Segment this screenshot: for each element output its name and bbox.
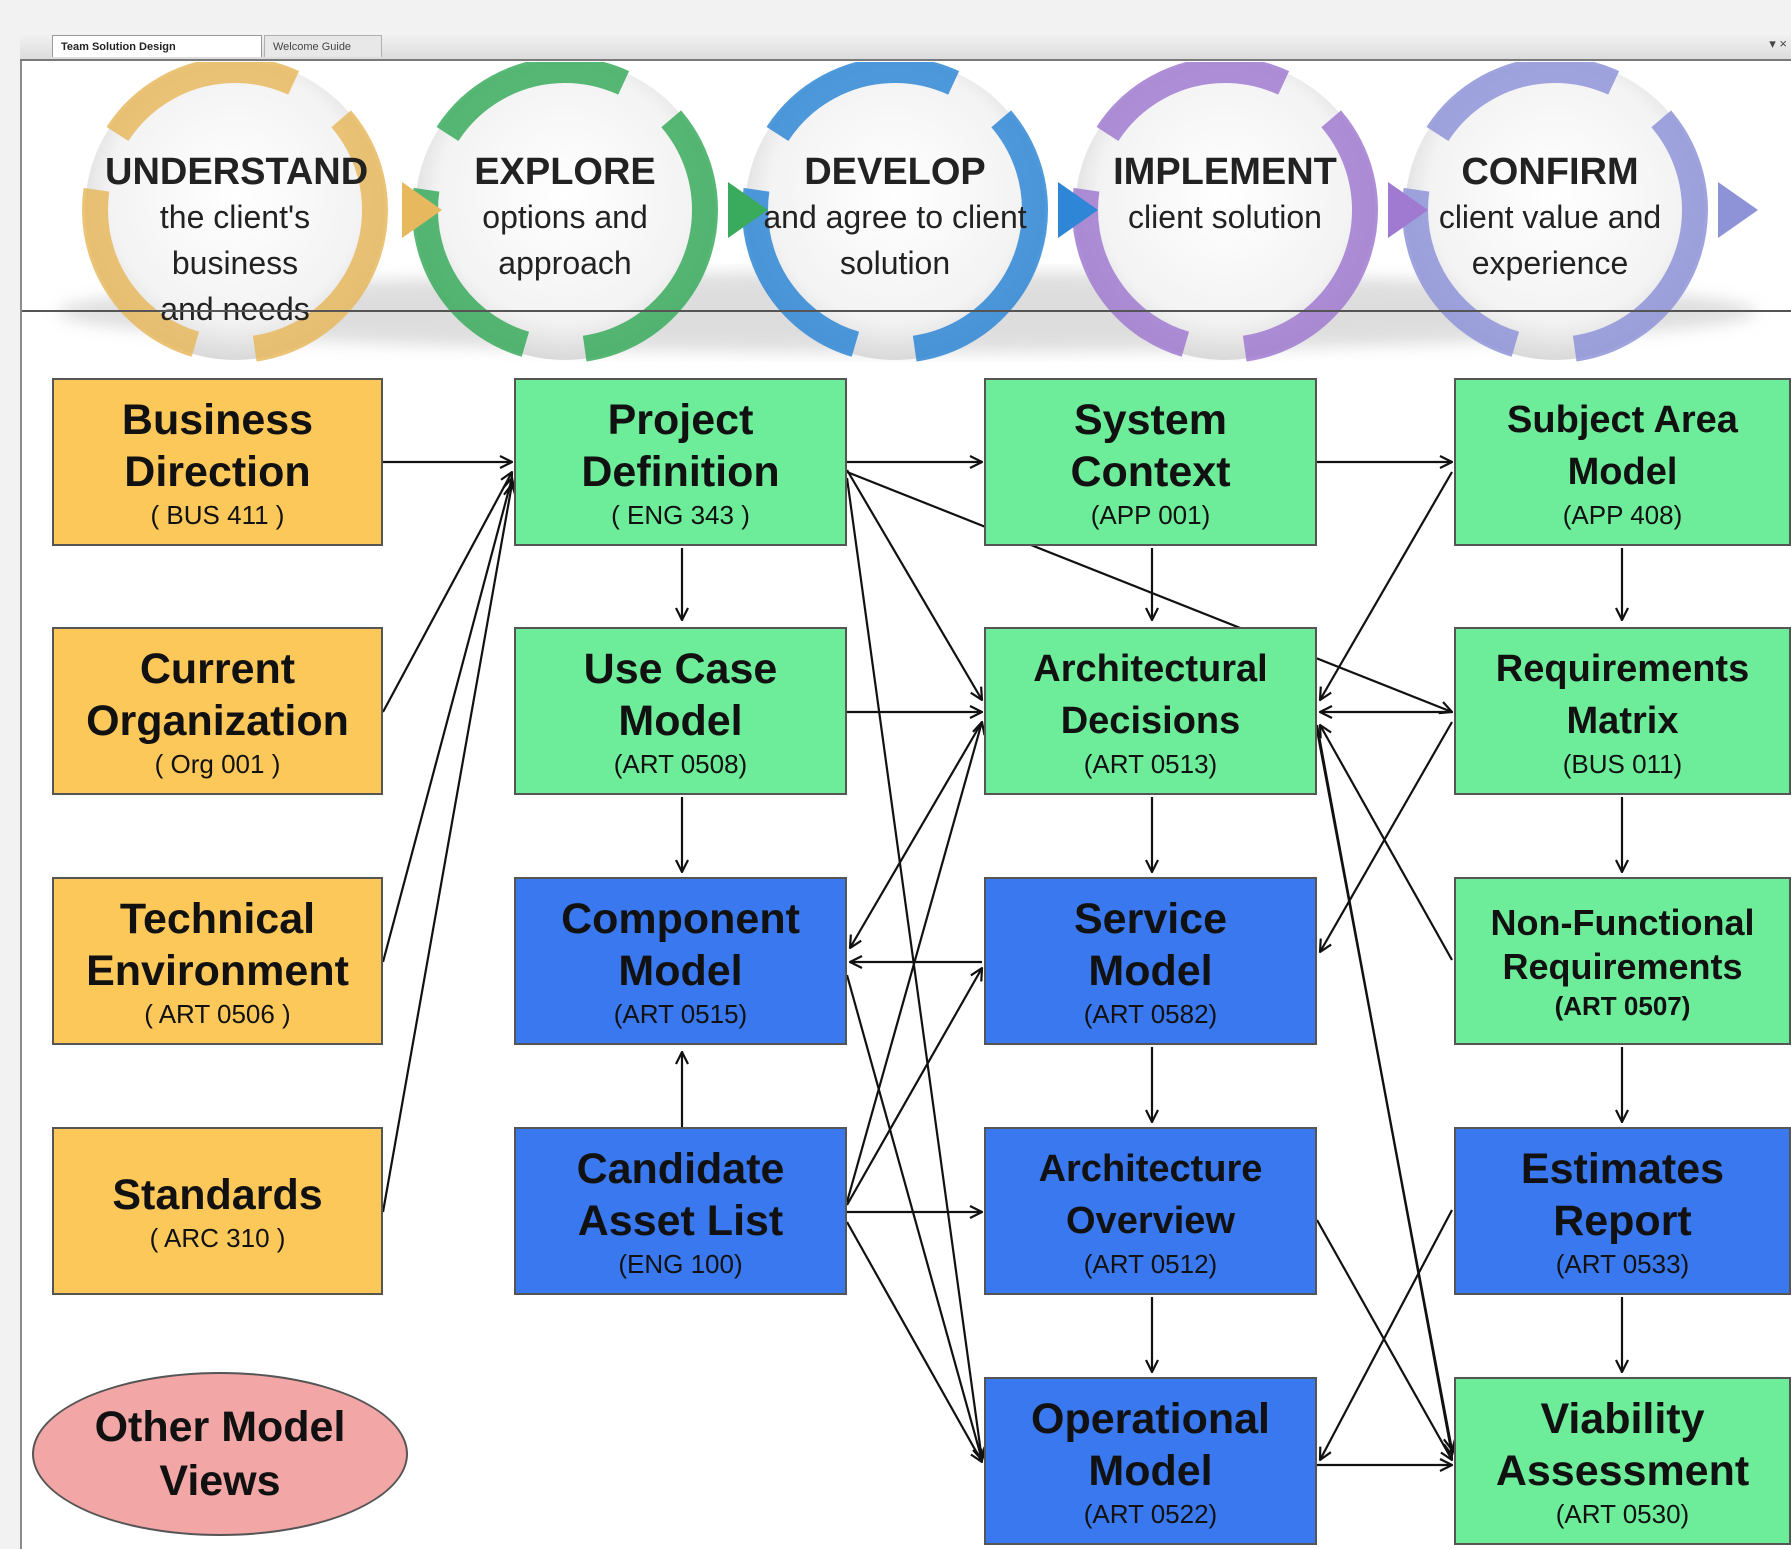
arrow (1320, 721, 1453, 952)
box-title: Use Case Model (583, 645, 778, 745)
box-code: (ART 0530) (1555, 1499, 1690, 1529)
box-title: Architecture Overview (1038, 1148, 1263, 1242)
box-viability-assessment[interactable]: Viability Assessment (ART 0530) (1454, 1377, 1791, 1545)
stage-ring-understand (82, 62, 388, 362)
box-title: Viability Assessment (1495, 1395, 1750, 1495)
box-title: Component Model (561, 895, 800, 995)
stage-develop: DEVELOP and agree to client solution (755, 150, 1035, 286)
arrow (846, 470, 1452, 712)
box-title: Estimates Report (1520, 1145, 1725, 1245)
box-code: (ART 0508) (613, 749, 748, 779)
box-code: ( ENG 343 ) (611, 500, 750, 530)
banner-divider (22, 310, 1791, 312)
box-code: ( ARC 310 ) (149, 1223, 286, 1253)
box-code: (ART 0512) (1083, 1249, 1218, 1279)
box-service-model[interactable]: Service Model (ART 0582) (984, 877, 1317, 1045)
box-technical-environment[interactable]: Technical Environment ( ART 0506 ) (52, 877, 383, 1045)
box-subject-area-model[interactable]: Subject Area Model (APP 408) (1454, 378, 1791, 546)
arrow (845, 722, 982, 1203)
box-code: (ENG 100) (618, 1249, 743, 1279)
arrow (846, 469, 982, 700)
box-code: (ART 0513) (1083, 749, 1218, 779)
box-current-organization[interactable]: Current Organization ( Org 001 ) (52, 627, 383, 795)
box-title: Current Organization (86, 645, 349, 745)
stage-heading: DEVELOP (804, 151, 986, 193)
box-code: (ART 0507) (1554, 991, 1691, 1021)
box-architectural-decisions[interactable]: Architectural Decisions (ART 0513) (984, 627, 1317, 795)
box-title: System Context (1070, 396, 1231, 496)
box-title: Operational Model (1031, 1395, 1270, 1495)
arrow (382, 472, 512, 713)
stage-heading: UNDERSTAND (105, 151, 369, 193)
box-title: Technical Environment (86, 895, 349, 995)
box-code: (ART 0533) (1555, 1249, 1690, 1279)
box-requirements-matrix[interactable]: Requirements Matrix (BUS 011) (1454, 627, 1791, 795)
arrow (1320, 1209, 1453, 1460)
box-title: Business Direction (121, 396, 314, 496)
arrow (846, 968, 982, 1206)
box-code: (APP 408) (1562, 500, 1683, 530)
box-code: ( Org 001 ) (154, 749, 281, 779)
other-model-views[interactable]: Other Model Views (32, 1372, 408, 1536)
box-standards[interactable]: Standards ( ARC 310 ) (52, 1127, 383, 1295)
box-title: Subject Area Model (1507, 399, 1738, 493)
arrow (1315, 729, 1452, 1450)
box-operational-model[interactable]: Operational Model (ART 0522) (984, 1377, 1317, 1545)
tab-team-solution-design[interactable]: Team Solution Design (52, 35, 262, 57)
arrow (850, 721, 983, 948)
stage-heading: IMPLEMENT (1113, 151, 1337, 193)
box-business-direction[interactable]: Business Direction ( BUS 411 ) (52, 378, 383, 546)
box-code: (ART 0515) (613, 999, 748, 1029)
box-component-model[interactable]: Component Model (ART 0515) (514, 877, 847, 1045)
box-title: Candidate Asset List (576, 1145, 785, 1245)
tab-bar: Team Solution Design Welcome Guide ▾ × (20, 32, 1791, 61)
arrow (1320, 471, 1453, 700)
tab-controls[interactable]: ▾ × (1769, 36, 1787, 51)
stage-explore: EXPLORE options and approach (435, 150, 695, 286)
stage-sub: options and approach (482, 199, 648, 281)
box-project-definition[interactable]: Project Definition ( ENG 343 ) (514, 378, 847, 546)
stage-confirm: CONFIRM client value and experience (1420, 150, 1680, 286)
box-title: Non-Functional Requirements (1490, 902, 1755, 987)
arrow (1320, 725, 1453, 961)
stage-banner (57, 62, 1758, 362)
box-candidate-asset-list[interactable]: Candidate Asset List (ENG 100) (514, 1127, 847, 1295)
box-title: Requirements Matrix (1495, 648, 1750, 742)
box-code: (ART 0522) (1083, 1499, 1218, 1529)
stage-understand: UNDERSTAND the client's business and nee… (105, 150, 369, 332)
box-estimates-report[interactable]: Estimates Report (ART 0533) (1454, 1127, 1791, 1295)
box-architecture-overview[interactable]: Architecture Overview (ART 0512) (984, 1127, 1317, 1295)
box-code: (BUS 011) (1562, 749, 1683, 779)
stage-sub: the client's business and needs (159, 199, 311, 327)
box-use-case-model[interactable]: Use Case Model (ART 0508) (514, 627, 847, 795)
arrow (846, 1221, 982, 1462)
box-title: Project Definition (581, 396, 780, 496)
stage-sub: and agree to client solution (763, 199, 1027, 281)
box-non-functional-requirements[interactable]: Non-Functional Requirements (ART 0507) (1454, 877, 1791, 1045)
arrow (381, 484, 512, 1213)
box-code: ( BUS 411 ) (150, 500, 285, 530)
stage-arrowheads (402, 182, 1758, 238)
box-code: ( ART 0506 ) (144, 999, 291, 1029)
stage-sub: client value and experience (1438, 199, 1662, 281)
stage-heading: CONFIRM (1461, 151, 1639, 193)
arrow (1316, 1219, 1452, 1460)
box-title: Service Model (1073, 895, 1228, 995)
box-code: (APP 001) (1090, 500, 1211, 530)
arrow (845, 477, 982, 1460)
box-title: Architectural Decisions (1033, 648, 1268, 742)
tab-welcome-guide[interactable]: Welcome Guide (264, 35, 382, 57)
arrow (845, 974, 982, 1460)
box-code: (ART 0582) (1083, 999, 1218, 1029)
box-system-context[interactable]: System Context (APP 001) (984, 378, 1317, 546)
stage-sub: client solution (1128, 199, 1322, 235)
stage-implement: IMPLEMENT client solution (1095, 150, 1355, 240)
box-title: Standards (112, 1171, 323, 1219)
arrow (381, 478, 512, 963)
stage-heading: EXPLORE (474, 151, 656, 193)
